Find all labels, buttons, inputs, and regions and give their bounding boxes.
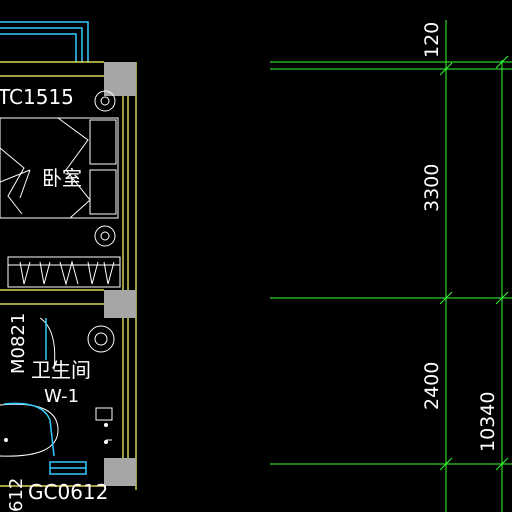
dimension-120: 120 bbox=[421, 22, 443, 58]
bathroom-blue-fixtures bbox=[3, 318, 87, 475]
room-code-bathroom: W-1 bbox=[44, 386, 79, 407]
wardrobe bbox=[7, 256, 121, 288]
markers bbox=[4, 423, 108, 444]
bed bbox=[0, 117, 119, 219]
dimension-lines bbox=[270, 20, 512, 512]
window-frame-top bbox=[0, 21, 89, 62]
plant-icons bbox=[94, 90, 116, 247]
dimension-total-10340: 10340 bbox=[477, 392, 499, 452]
window-label-bottom: GC0612 bbox=[28, 480, 108, 504]
window-label-top: TC1515 bbox=[0, 85, 74, 109]
room-label-bathroom: 卫生间 bbox=[31, 358, 91, 382]
door-label: M0821 bbox=[8, 313, 29, 374]
columns bbox=[104, 62, 136, 486]
dimension-3300: 3300 bbox=[421, 164, 443, 212]
bathroom-fixtures bbox=[0, 317, 115, 457]
exterior-walls bbox=[0, 61, 137, 490]
dimension-2400: 2400 bbox=[421, 362, 443, 410]
window-label-bottom-left: 612 bbox=[6, 478, 27, 512]
room-label-bedroom: 卧室 bbox=[42, 166, 82, 190]
